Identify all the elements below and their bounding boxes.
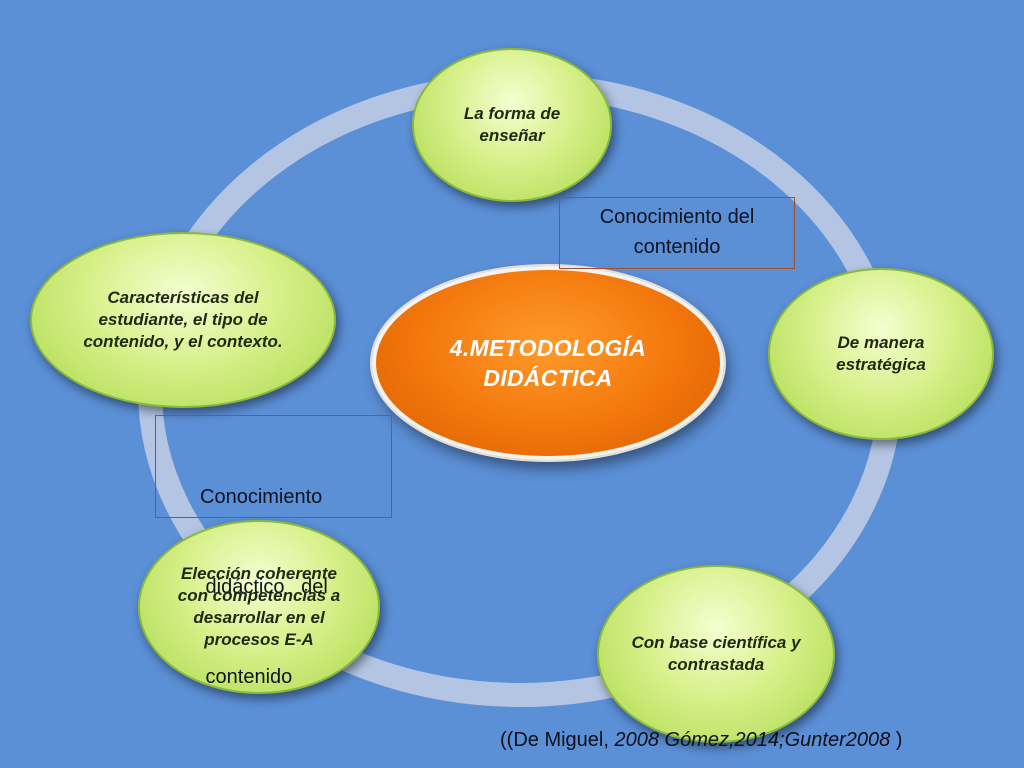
textbox-line-2: didáctico del [200,576,328,598]
textbox-line-3: contenido [200,666,293,688]
textbox-conocimiento-contenido: Conocimiento del contenido [559,197,795,269]
textbox-label: Conocimiento del contenido [599,206,755,258]
node-la-forma-de-ensenar: La forma de enseñar [412,48,612,202]
citation: ((De Miguel, 2008 Gómez,2014;Gunter2008 … [500,729,902,752]
node-de-manera-estrategica: De manera estratégica [768,268,994,440]
node-label: De manera estratégica [836,333,926,374]
node-caracteristicas-estudiante: Características del estudiante, el tipo … [30,232,336,408]
center-label: 4.METODOLOGÍA DIDÁCTICA [449,335,647,391]
node-label: Características del estudiante, el tipo … [83,288,283,351]
node-label: Con base científica y contrastada [631,633,801,674]
node-base-cientifica: Con base científica y contrastada [597,565,835,743]
center-node-metodologia: 4.METODOLOGÍA DIDÁCTICA [372,266,724,460]
node-label: Elección coherente con competencias a de… [177,564,341,649]
citation-italic: 2008 Gómez,2014;Gunter2008 [614,729,891,751]
citation-prefix: ((De Miguel, [500,729,615,751]
textbox-conocimiento-didactico: Conocimiento didáctico del contenido [155,415,392,688]
node-eleccion-coherente: Elección coherente con competencias a de… [138,520,380,694]
textbox-line-1: Conocimiento [200,486,323,508]
citation-suffix: ) [890,729,903,751]
node-label: La forma de enseñar [463,104,561,145]
